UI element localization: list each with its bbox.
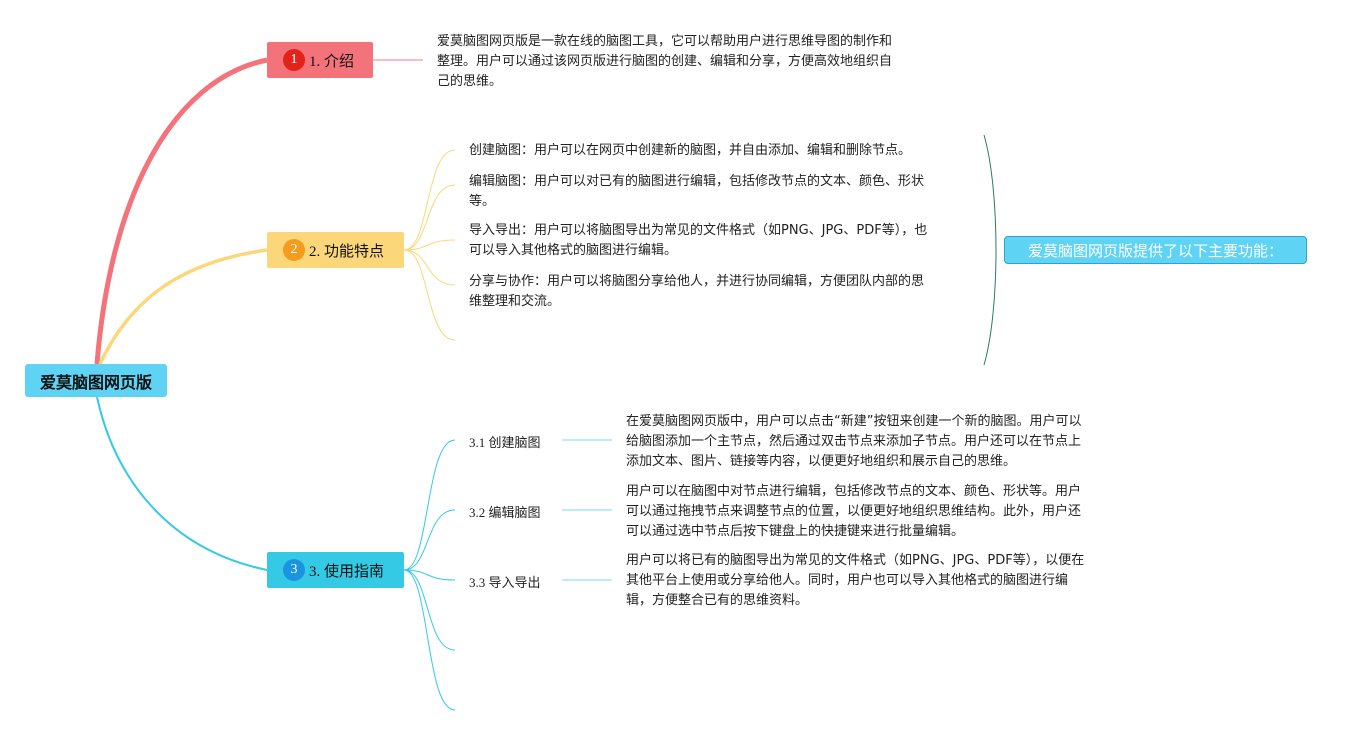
sub-create-text: 在爱莫脑图网页版中，用户可以点击“新建”按钮来创建一个新的脑图。用户可以 给脑图… [626,414,1082,469]
branch-label: 2. 功能特点 [309,243,385,260]
sub-node-edit[interactable]: 3.2 编辑脑图 [469,505,541,520]
branch-intro[interactable]: 1 1. 介绍 [267,42,373,78]
summary-label: 爱莫脑图网页版提供了以下主要功能： [1027,241,1283,260]
number-badge: 3 [283,559,305,581]
intro-text: 爱莫脑图网页版是一款在线的脑图工具，它可以帮助用户进行思维导图的制作和 整理。用… [437,34,893,89]
root-node[interactable]: 爱莫脑图网页版 [25,364,167,397]
branch-features[interactable]: 2 2. 功能特点 [267,232,404,268]
feature-item-share[interactable]: 分享与协作：用户可以将脑图分享给他人，并进行协同编辑，方便团队内部的思 维整理和… [469,274,925,309]
sub-node-create[interactable]: 3.1 创建脑图 [469,435,541,450]
sub-import-export-text: 用户可以将已有的脑图导出为常见的文件格式（如PNG、JPG、PDF等），以便在 … [626,553,1085,608]
sub-node-import-export[interactable]: 3.3 导入导出 [469,575,541,590]
branch-label: 3. 使用指南 [309,563,385,580]
links-feature-items [403,149,456,341]
sub-edit-text: 用户可以在脑图中对节点进行编辑，包括修改节点的文本、颜色、形状等。用户 可以通过… [626,484,1082,539]
summary-brace [983,134,997,366]
feature-item-edit[interactable]: 编辑脑图：用户可以对已有的脑图进行编辑，包括修改节点的文本、颜色、形状 等。 [469,174,925,209]
branch-label: 1. 介绍 [309,53,355,70]
links-guide-subs [403,439,456,711]
feature-item-import-export[interactable]: 导入导出：用户可以将脑图导出为常见的文件格式（如PNG、JPG、PDF等），也 … [469,223,928,258]
feature-item-create[interactable]: 创建脑图：用户可以在网页中创建新的脑图，并自由添加、编辑和删除节点。 [469,143,912,158]
link-root-intro [94,57,268,365]
summary-node[interactable]: 爱莫脑图网页版提供了以下主要功能： [1004,236,1307,264]
number-badge: 1 [283,49,305,71]
branch-guide[interactable]: 3 3. 使用指南 [267,552,404,588]
links-sub-texts [562,439,612,581]
link-root-guide [96,396,268,571]
root-label: 爱莫脑图网页版 [39,372,152,392]
link-root-features [98,248,268,365]
number-badge: 2 [283,239,305,261]
